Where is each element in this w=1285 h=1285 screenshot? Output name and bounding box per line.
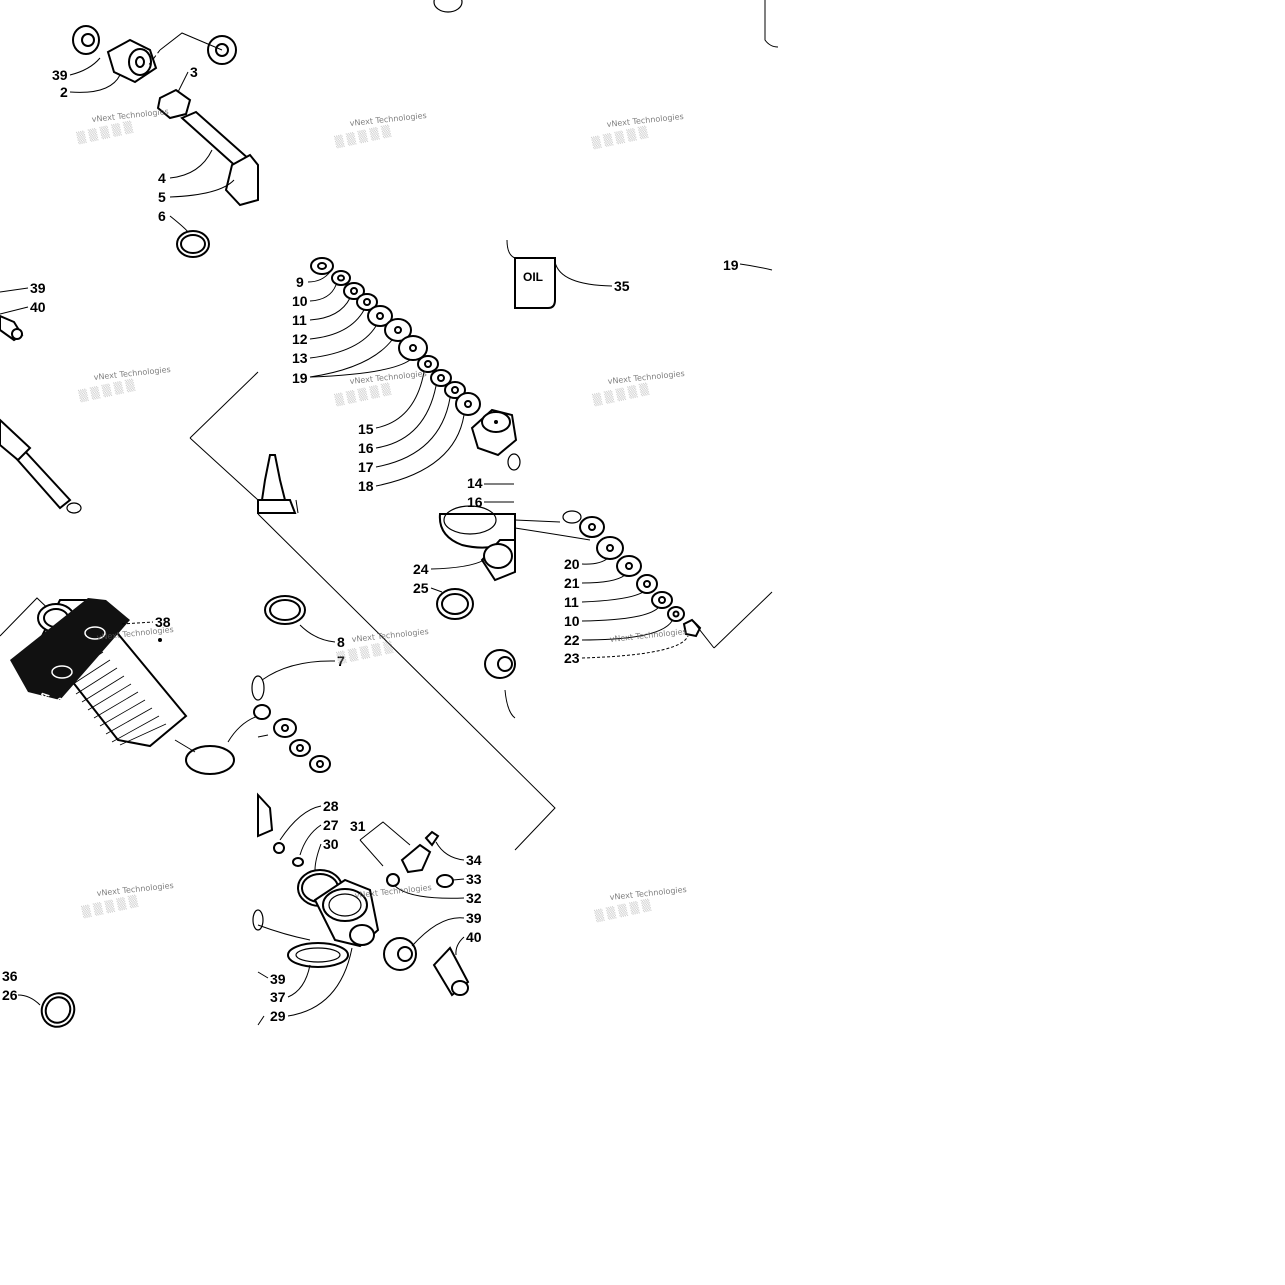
callout-27: 27 — [323, 817, 339, 833]
callout-24: 24 — [413, 561, 429, 577]
shaft-assembly-group: 39 2 3 4 5 6 — [52, 0, 779, 258]
callout-12: 12 — [292, 331, 308, 347]
ring-group: 8 7 — [251, 513, 556, 851]
callout-13: 13 — [292, 350, 308, 366]
callout-35: 35 — [614, 278, 630, 294]
callout-38: 38 — [155, 614, 171, 630]
callout-9: 9 — [296, 274, 304, 290]
callout-3: 3 — [190, 64, 198, 80]
callout-26: 26 — [2, 987, 18, 1003]
reservoir-group: 28 27 30 31 34 33 32 39 40 39 37 29 — [252, 792, 482, 1026]
callout-32: 32 — [466, 890, 482, 906]
callout-39-c: 39 — [466, 910, 482, 926]
callout-18: 18 — [358, 478, 374, 494]
callout-37: 37 — [270, 989, 286, 1005]
callout-25: 25 — [413, 580, 429, 596]
oil-bottle-nozzle — [257, 454, 299, 514]
callout-29: 29 — [270, 1008, 286, 1024]
schrader-valve-31 — [400, 843, 432, 874]
callout-14: 14 — [467, 475, 483, 491]
callout-20: 20 — [564, 556, 580, 572]
callout-16: 16 — [358, 440, 374, 456]
valve-shims — [310, 257, 481, 416]
callout-34: 34 — [466, 852, 482, 868]
piston-stack-group: 9 10 11 12 13 19 15 16 17 18 14 16 — [257, 257, 521, 514]
callout-40-b: 40 — [466, 929, 482, 945]
callout-28: 28 — [323, 798, 339, 814]
nut-5 — [224, 153, 259, 207]
callout-33: 33 — [466, 871, 482, 887]
oil-label: OIL — [523, 270, 543, 284]
spring-seat-group: 39 40 — [0, 280, 259, 514]
decal-37 — [287, 942, 349, 968]
callout-4: 4 — [158, 170, 166, 186]
callout-30: 30 — [323, 836, 339, 852]
callout-10: 10 — [292, 293, 308, 309]
ring-26-group: 36 26 — [2, 968, 76, 1028]
bumper-3 — [156, 88, 192, 120]
compression-stack-group: 20 21 11 10 22 23 — [514, 510, 773, 666]
callout-17: 17 — [358, 459, 374, 475]
callout-21: 21 — [564, 575, 580, 591]
callout-39-d: 39 — [270, 971, 286, 987]
callout-7: 7 — [337, 653, 345, 669]
callout-6: 6 — [158, 208, 166, 224]
callout-11-b: 11 — [564, 594, 579, 610]
callout-8: 8 — [337, 634, 345, 650]
callout-39-b: 39 — [30, 280, 46, 296]
callout-5: 5 — [158, 189, 166, 205]
callout-10-b: 10 — [564, 613, 580, 629]
callout-39: 39 — [52, 67, 68, 83]
callout-40: 40 — [30, 299, 46, 315]
callout-31: 31 — [350, 818, 366, 834]
oil-bottle — [514, 257, 556, 309]
callout-23: 23 — [564, 650, 580, 666]
callout-2: 2 — [60, 84, 68, 100]
seal-head-group: 24 25 — [413, 505, 516, 719]
callout-22: 22 — [564, 632, 580, 648]
callout-19: 19 — [292, 370, 308, 386]
callout-11: 11 — [292, 312, 307, 328]
callout-36: 36 — [2, 968, 18, 984]
callout-15: 15 — [358, 421, 374, 437]
oil-bottle-group: OIL 35 19 — [506, 239, 773, 309]
callout-19-b: 19 — [723, 257, 739, 273]
